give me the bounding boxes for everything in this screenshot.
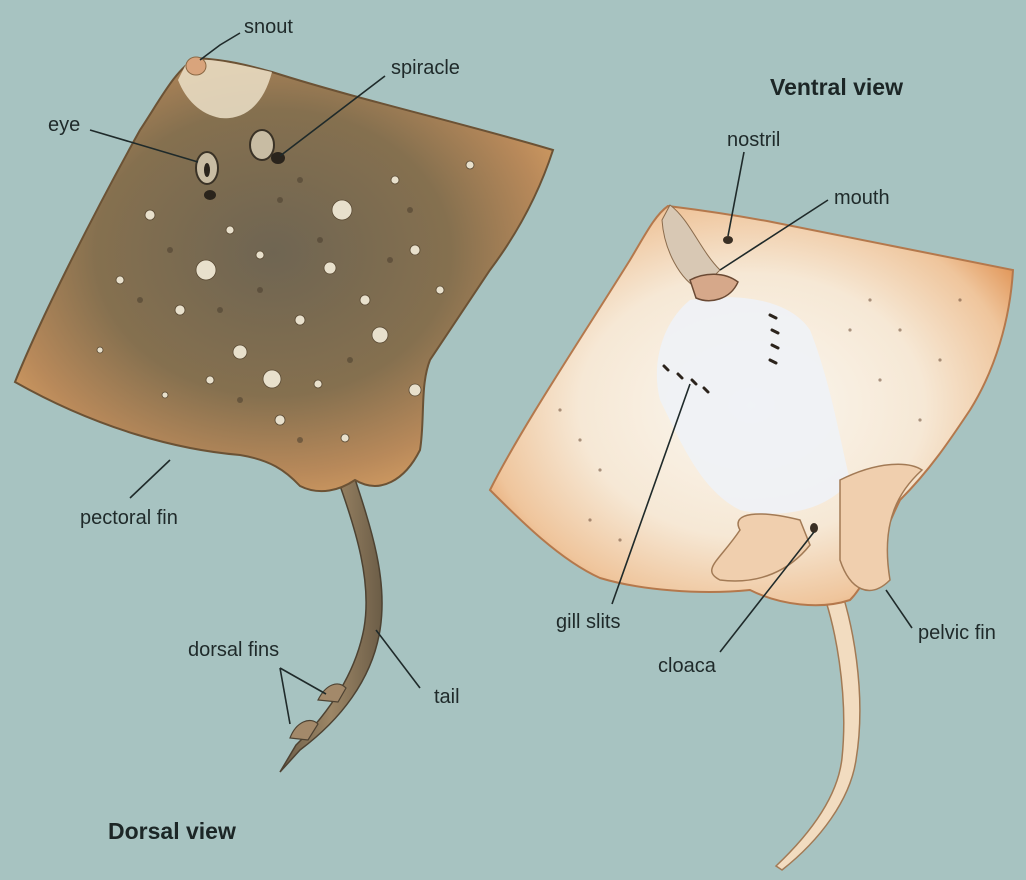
dorsal-view-title: Dorsal view <box>108 820 236 843</box>
leader-pectoral-fin <box>130 460 170 498</box>
dorsal-snout-tip <box>186 57 206 75</box>
dorsal-eye-right <box>250 130 274 160</box>
label-cloaca: cloaca <box>658 656 716 676</box>
leader-pelvic-fin <box>886 590 912 628</box>
ventral-nostril <box>723 236 733 244</box>
leader-dorsal-fins-a <box>280 668 326 694</box>
dorsal-tail <box>280 470 382 772</box>
label-tail: tail <box>434 687 460 707</box>
label-spiracle: spiracle <box>391 58 460 78</box>
leader-dorsal-fins-b <box>280 668 290 724</box>
ventral-ray <box>490 205 1013 870</box>
ventral-view-title: Ventral view <box>770 76 903 99</box>
leader-tail <box>376 630 420 688</box>
label-eye: eye <box>48 115 80 135</box>
label-pectoral-fin: pectoral fin <box>80 508 178 528</box>
label-dorsal-fins: dorsal fins <box>188 640 279 660</box>
leader-snout <box>200 33 240 60</box>
ventral-tail <box>776 560 860 870</box>
ventral-pelvic-fin-right <box>840 464 922 590</box>
label-snout: snout <box>244 17 293 37</box>
dorsal-disk <box>15 58 553 491</box>
dorsal-ray <box>15 57 553 772</box>
ventral-cloaca <box>810 523 818 533</box>
label-pelvic-fin: pelvic fin <box>918 623 996 643</box>
label-gill-slits: gill slits <box>556 612 620 632</box>
label-mouth: mouth <box>834 188 890 208</box>
label-nostril: nostril <box>727 130 780 150</box>
